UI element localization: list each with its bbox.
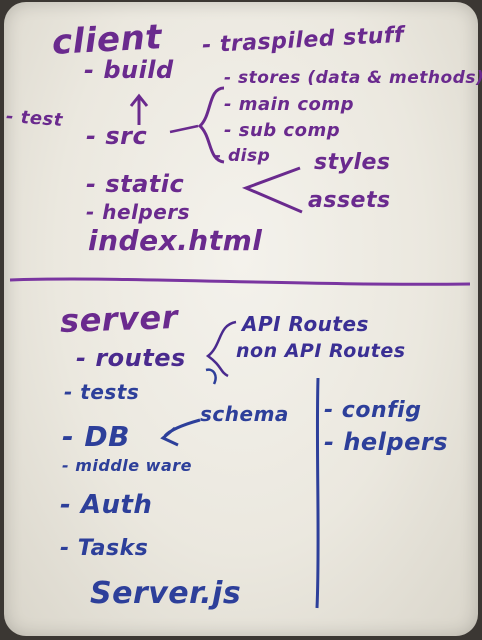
server-config: - config [324, 398, 422, 423]
client-index: index.html [88, 224, 263, 257]
server-schema: schema [200, 402, 289, 426]
server-auth: - Auth [60, 490, 153, 520]
server-tests: - tests [64, 380, 140, 404]
client-test: - test [5, 106, 64, 131]
server-serverjs: Server.js [90, 576, 242, 611]
client-static: - static [86, 170, 185, 198]
static-assets: assets [308, 188, 391, 213]
static-styles: styles [314, 150, 391, 175]
server-tasks: - Tasks [60, 536, 149, 561]
src-item-stores: - stores (data & methods) [224, 68, 482, 88]
src-item-sub-comp: - sub comp [224, 120, 341, 141]
whiteboard [4, 2, 478, 636]
server-middleware: - middle ware [62, 456, 192, 475]
src-item-disp: - disp [214, 146, 271, 166]
client-build: - build [84, 56, 174, 84]
src-item-main-comp: - main comp [224, 94, 355, 115]
server-non-api-routes: non API Routes [236, 340, 406, 362]
client-helpers: - helpers [86, 200, 191, 224]
server-title: server [59, 297, 179, 341]
server-api-routes: API Routes [242, 312, 369, 336]
server-routes: - routes [76, 344, 186, 372]
server-helpers: - helpers [324, 428, 448, 456]
server-db: - DB [62, 420, 130, 453]
client-src: - src [86, 122, 148, 150]
